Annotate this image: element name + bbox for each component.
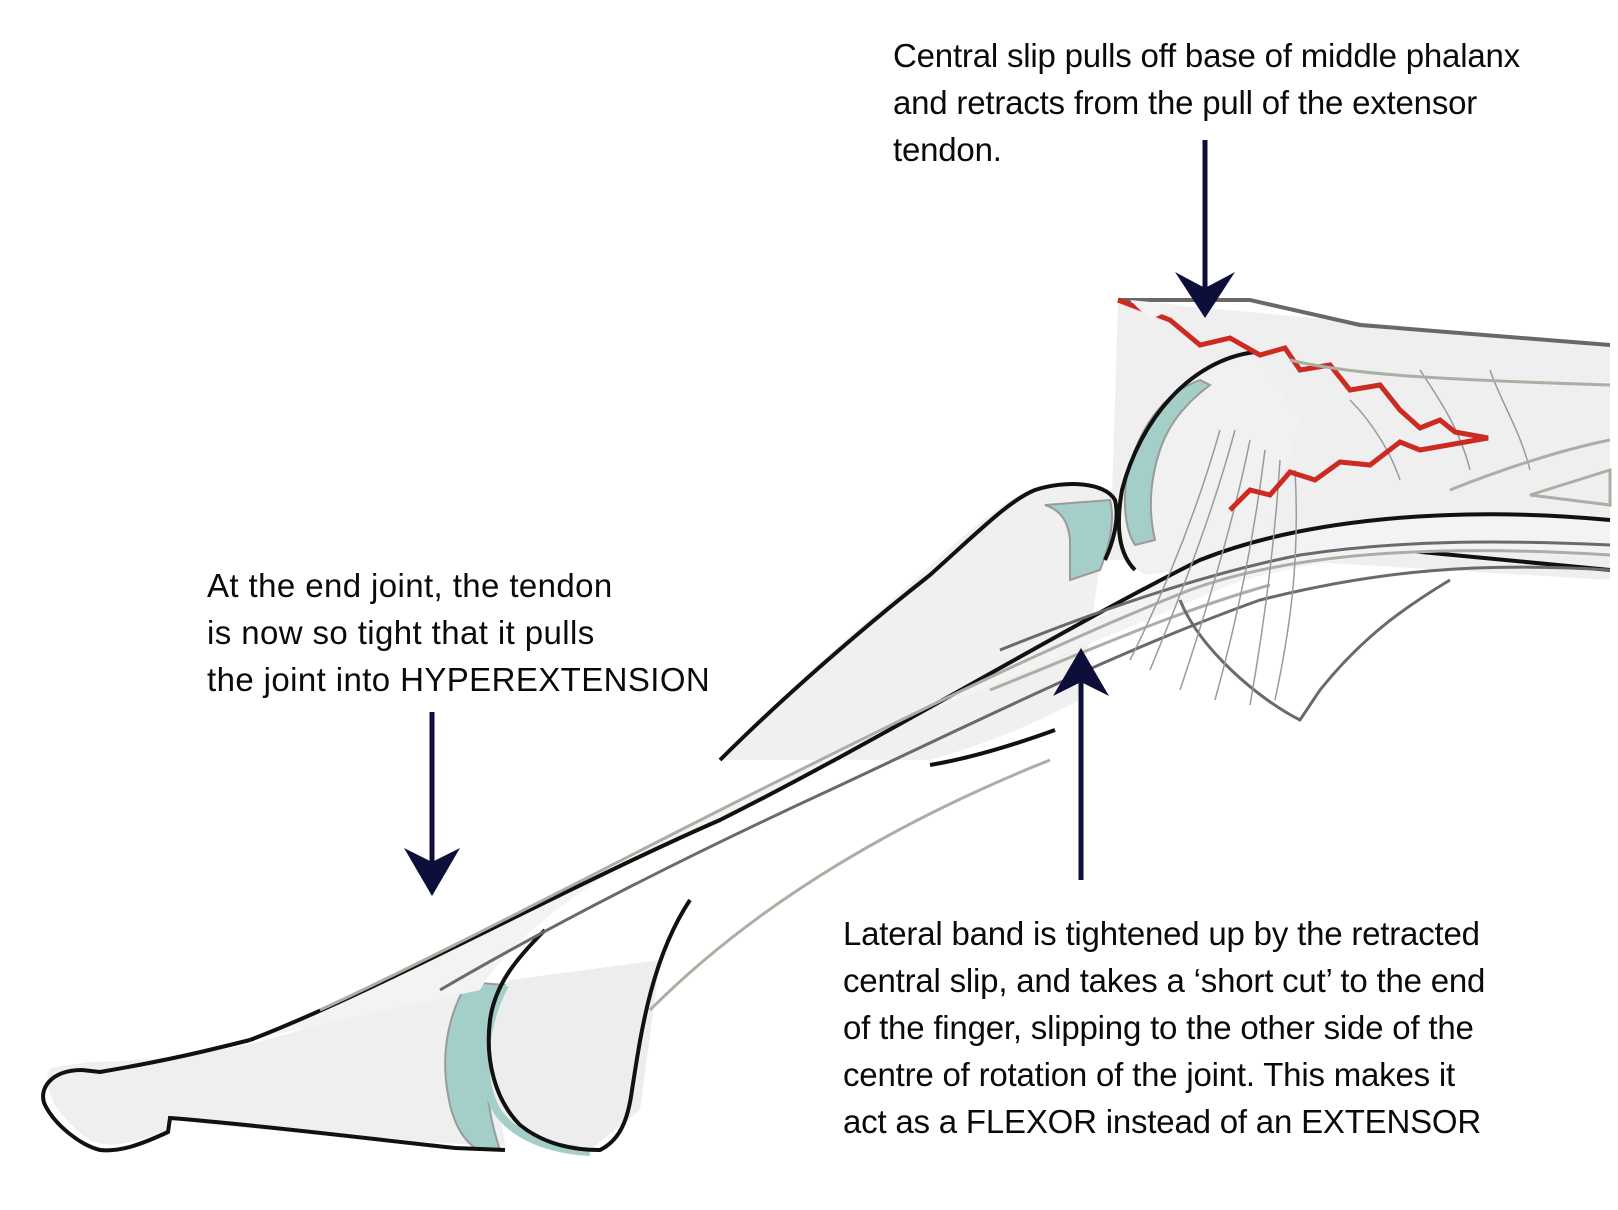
lateral-band xyxy=(989,540,1611,722)
extensor-tendon xyxy=(249,512,1611,1042)
annotation-line: and retracts from the pull of the extens… xyxy=(893,84,1478,121)
annotation-line: At the end joint, the tendon xyxy=(207,567,613,604)
arrow-end-joint xyxy=(404,712,460,896)
annotation-central-slip: Central slip pulls off base of middle ph… xyxy=(893,32,1520,173)
annotation-line: tendon. xyxy=(893,131,1002,168)
distal-phalanx xyxy=(41,980,507,1153)
middle-phalanx xyxy=(718,482,1119,767)
annotation-line: central slip, and takes a ‘short cut’ to… xyxy=(843,962,1486,999)
annotation-lateral-band: Lateral band is tightened up by the retr… xyxy=(843,910,1485,1145)
annotation-line: of the finger, slipping to the other sid… xyxy=(843,1009,1474,1046)
arrow-central-slip xyxy=(1175,140,1235,318)
central-slip-tear xyxy=(1117,297,1489,512)
central-slip-fibers xyxy=(1289,358,1612,507)
middle-phalanx-head xyxy=(481,898,692,1156)
annotation-line: centre of rotation of the joint. This ma… xyxy=(843,1056,1455,1093)
annotation-end-joint: At the end joint, the tendon is now so t… xyxy=(207,562,710,703)
annotation-line: Central slip pulls off base of middle ph… xyxy=(893,37,1520,74)
annotation-line: act as a FLEXOR instead of an EXTENSOR xyxy=(843,1103,1482,1140)
annotation-line: is now so tight that it pulls xyxy=(207,614,595,651)
annotation-line: Lateral band is tightened up by the retr… xyxy=(843,915,1480,952)
annotation-line: the joint into HYPEREXTENSION xyxy=(207,661,711,698)
arrow-lateral-band xyxy=(1053,648,1109,880)
